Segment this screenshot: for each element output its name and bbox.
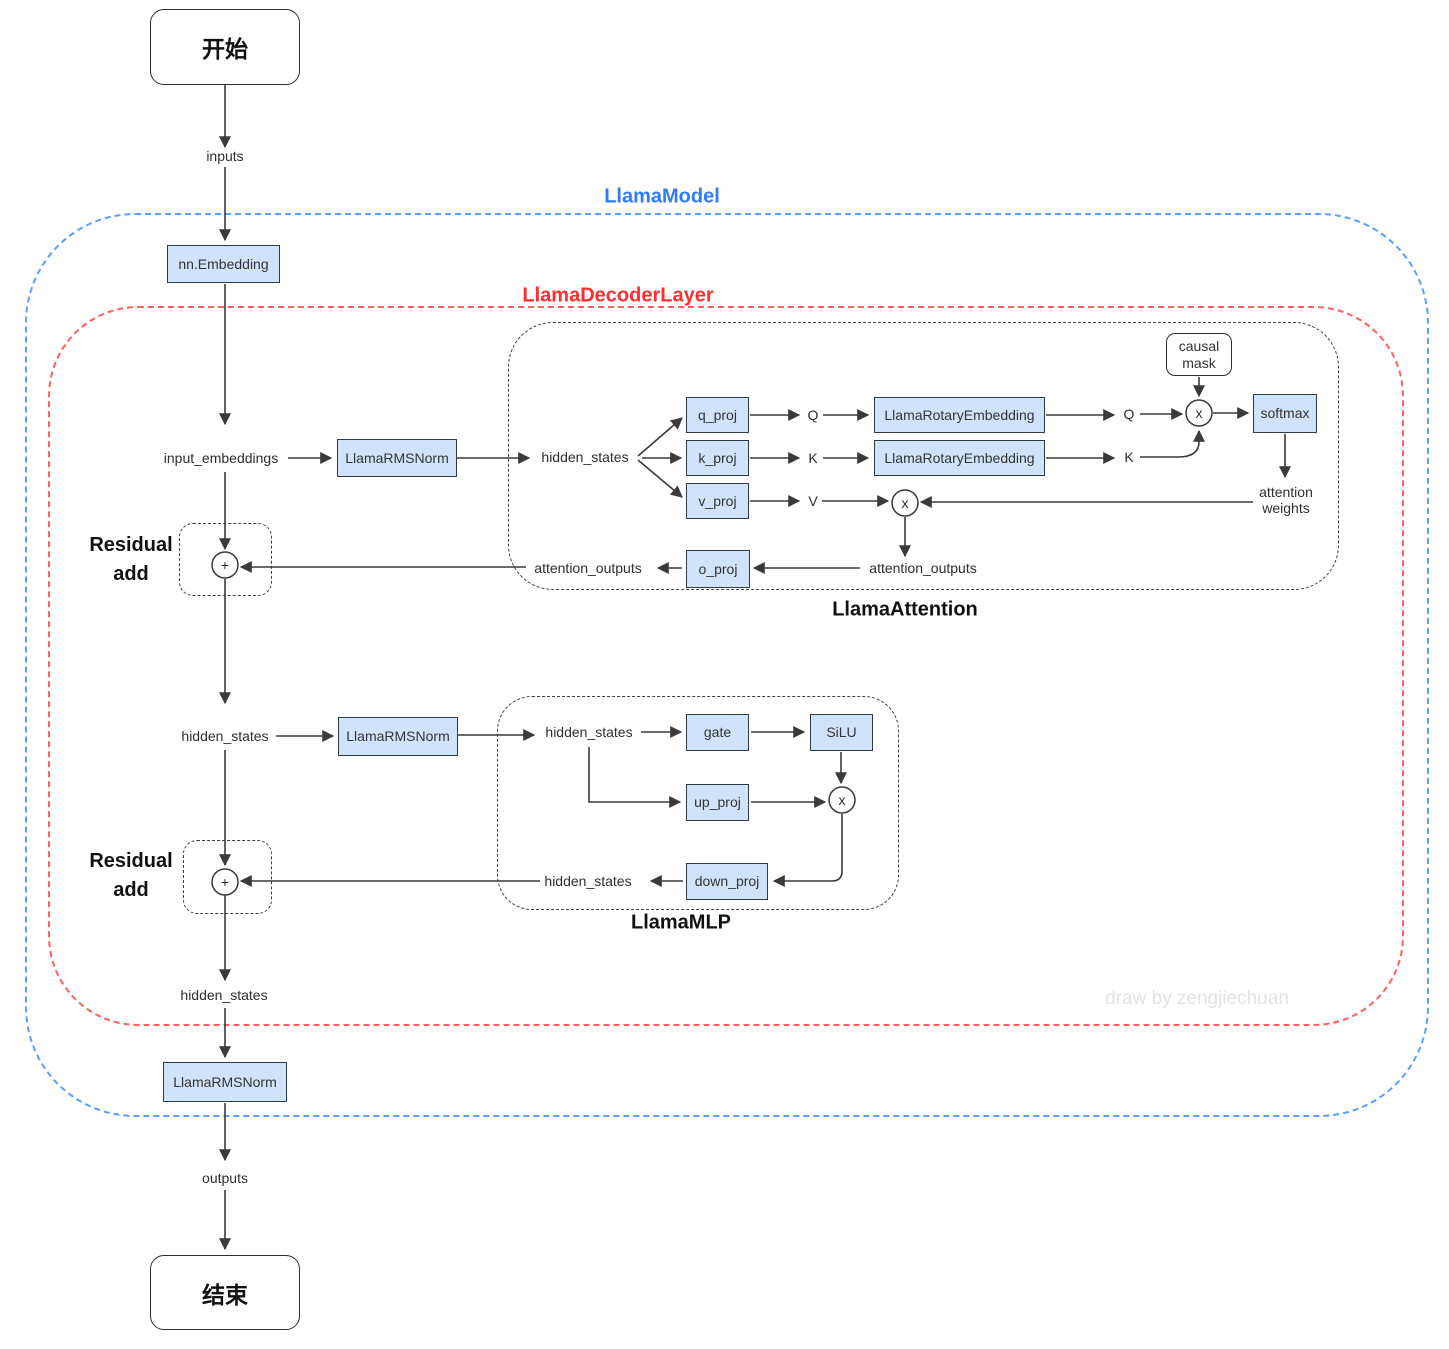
llama-attention-container xyxy=(508,322,1339,590)
q-label: Q xyxy=(807,406,819,423)
rotary-embedding-k-block: LlamaRotaryEmbedding xyxy=(874,440,1045,476)
residual-add-label-2: Residual add xyxy=(89,850,173,901)
llama-attention-caption: LlamaAttention xyxy=(832,598,978,621)
up-proj-block: up_proj xyxy=(686,784,749,821)
rmsnorm-mlp-block: LlamaRMSNorm xyxy=(338,717,458,756)
llama-decoder-layer-label: LlamaDecoderLayer xyxy=(522,284,714,307)
softmax-block: softmax xyxy=(1253,394,1317,433)
gate-block: gate xyxy=(686,714,749,751)
outputs-label: outputs xyxy=(202,1169,248,1186)
residual-add-box-1 xyxy=(179,523,272,596)
hidden-states-attn-in-label: hidden_states xyxy=(541,448,629,465)
input-embeddings-label: input_embeddings xyxy=(163,449,279,466)
embedding-block: nn.Embedding xyxy=(167,245,280,283)
down-proj-block: down_proj xyxy=(686,863,768,900)
rmsnorm-final-block: LlamaRMSNorm xyxy=(163,1062,287,1102)
inputs-label: inputs xyxy=(206,147,244,164)
attention-outputs-inner-label: attention_outputs xyxy=(869,559,977,576)
rotary-embedding-q-block: LlamaRotaryEmbedding xyxy=(874,397,1045,433)
k-label: K xyxy=(808,449,818,466)
hidden-states-mid-label: hidden_states xyxy=(181,727,269,744)
residual-add-box-2 xyxy=(183,840,272,914)
llama-mlp-container xyxy=(497,696,899,910)
residual-add-label-1: Residual add xyxy=(89,534,173,585)
llama-model-container xyxy=(25,213,1429,1117)
v-label: V xyxy=(808,492,818,509)
rmsnorm-attn-block: LlamaRMSNorm xyxy=(337,439,457,477)
attention-outputs-outer-label: attention_outputs xyxy=(534,559,642,576)
llama-model-label: LlamaModel xyxy=(604,185,720,208)
silu-block: SiLU xyxy=(810,714,873,751)
q-rotated-label: Q xyxy=(1123,405,1135,422)
v-proj-block: v_proj xyxy=(686,483,749,519)
q-proj-block: q_proj xyxy=(686,397,749,433)
k-rotated-label: K xyxy=(1124,448,1134,465)
watermark: draw by zengjiechuan xyxy=(1105,988,1289,1010)
hidden-states-mlp-in-label: hidden_states xyxy=(545,723,633,740)
o-proj-block: o_proj xyxy=(686,550,750,588)
hidden-states-mlp-out-label: hidden_states xyxy=(544,872,632,889)
attention-weights-label: attention weights xyxy=(1259,483,1313,516)
llama-decoder-layer-container xyxy=(48,306,1404,1026)
llama-mlp-caption: LlamaMLP xyxy=(630,911,732,934)
start-node: 开始 xyxy=(150,9,300,85)
hidden-states-out-label: hidden_states xyxy=(180,986,268,1003)
k-proj-block: k_proj xyxy=(686,440,749,476)
causal-mask-node: causal mask xyxy=(1166,333,1232,376)
end-node: 结束 xyxy=(150,1255,300,1330)
